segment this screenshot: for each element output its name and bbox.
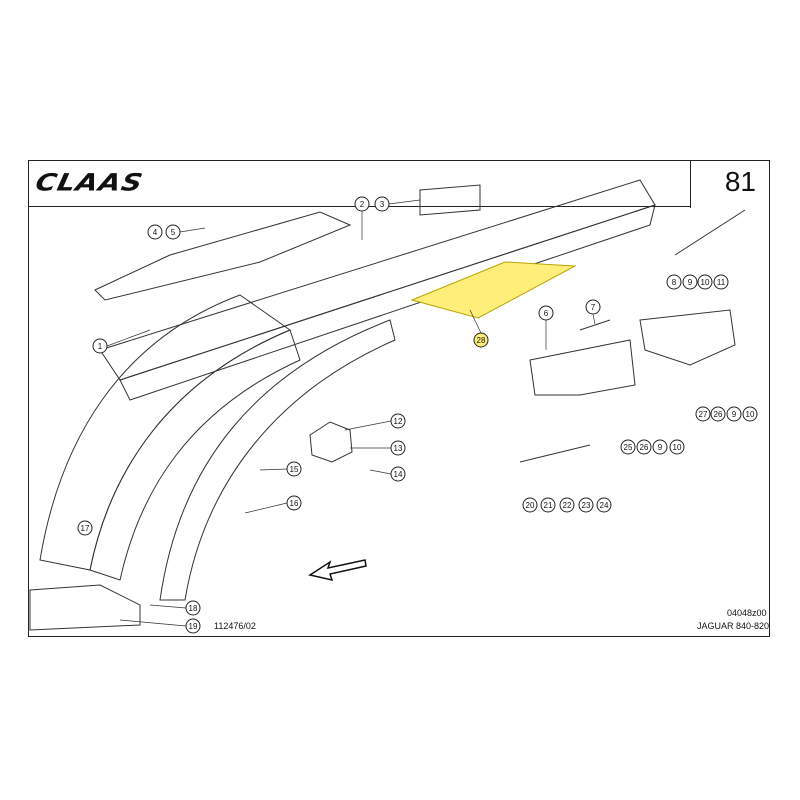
callout-3: 3 (380, 200, 385, 209)
callout-22: 22 (563, 501, 572, 510)
highlighted-plate-28 (410, 261, 577, 319)
callout-25: 25 (624, 443, 633, 452)
callout-13: 13 (394, 444, 403, 453)
callout-23: 23 (582, 501, 591, 510)
callout-9b: 9 (658, 443, 663, 452)
callout-21: 21 (544, 501, 553, 510)
callout-9c: 9 (732, 410, 737, 419)
direction-arrow-icon (308, 559, 367, 582)
callout-9: 9 (688, 278, 693, 287)
callout-11: 11 (717, 278, 726, 287)
callout-27: 27 (699, 410, 708, 419)
callout-7: 7 (591, 303, 596, 312)
callout-14: 14 (394, 470, 403, 479)
bracket-left (529, 339, 636, 396)
callout-5: 5 (171, 228, 176, 237)
spring (579, 319, 611, 331)
main-beam-side (119, 204, 656, 401)
cover-plate (94, 211, 352, 301)
rod (674, 209, 746, 256)
callout-10: 10 (701, 278, 710, 287)
drawing-frame (28, 160, 770, 637)
hex-part (309, 421, 353, 463)
callout-17: 17 (81, 524, 90, 533)
callout-19: 19 (189, 622, 198, 631)
model-name: JAGUAR 840-820 (697, 621, 770, 631)
callout-1: 1 (98, 342, 103, 351)
callout-15: 15 (290, 465, 299, 474)
callout-28: 28 (477, 336, 486, 345)
top-box (419, 184, 481, 216)
bracket-right (639, 309, 736, 366)
callout-18: 18 (189, 604, 198, 613)
callout-20: 20 (526, 501, 535, 510)
shaft (519, 444, 591, 463)
base-block (29, 584, 141, 631)
reference-code: 04048z00 (727, 608, 767, 618)
callout-12: 12 (394, 417, 403, 426)
callout-2: 2 (360, 200, 365, 209)
page-number: 81 (724, 166, 756, 197)
callout-10b: 10 (673, 443, 682, 452)
callout-6: 6 (544, 309, 549, 318)
callout-4: 4 (153, 228, 158, 237)
callout-24: 24 (600, 501, 609, 510)
callout-26b: 26 (714, 410, 723, 419)
curved-guide (159, 319, 396, 601)
callout-16: 16 (290, 499, 299, 508)
drawing-number: 112476/02 (214, 621, 256, 631)
callout-26: 26 (640, 443, 649, 452)
page-number-box: 81 (690, 160, 770, 208)
callout-8: 8 (672, 278, 677, 287)
chute-inner (89, 329, 301, 581)
callout-10c: 10 (746, 410, 755, 419)
